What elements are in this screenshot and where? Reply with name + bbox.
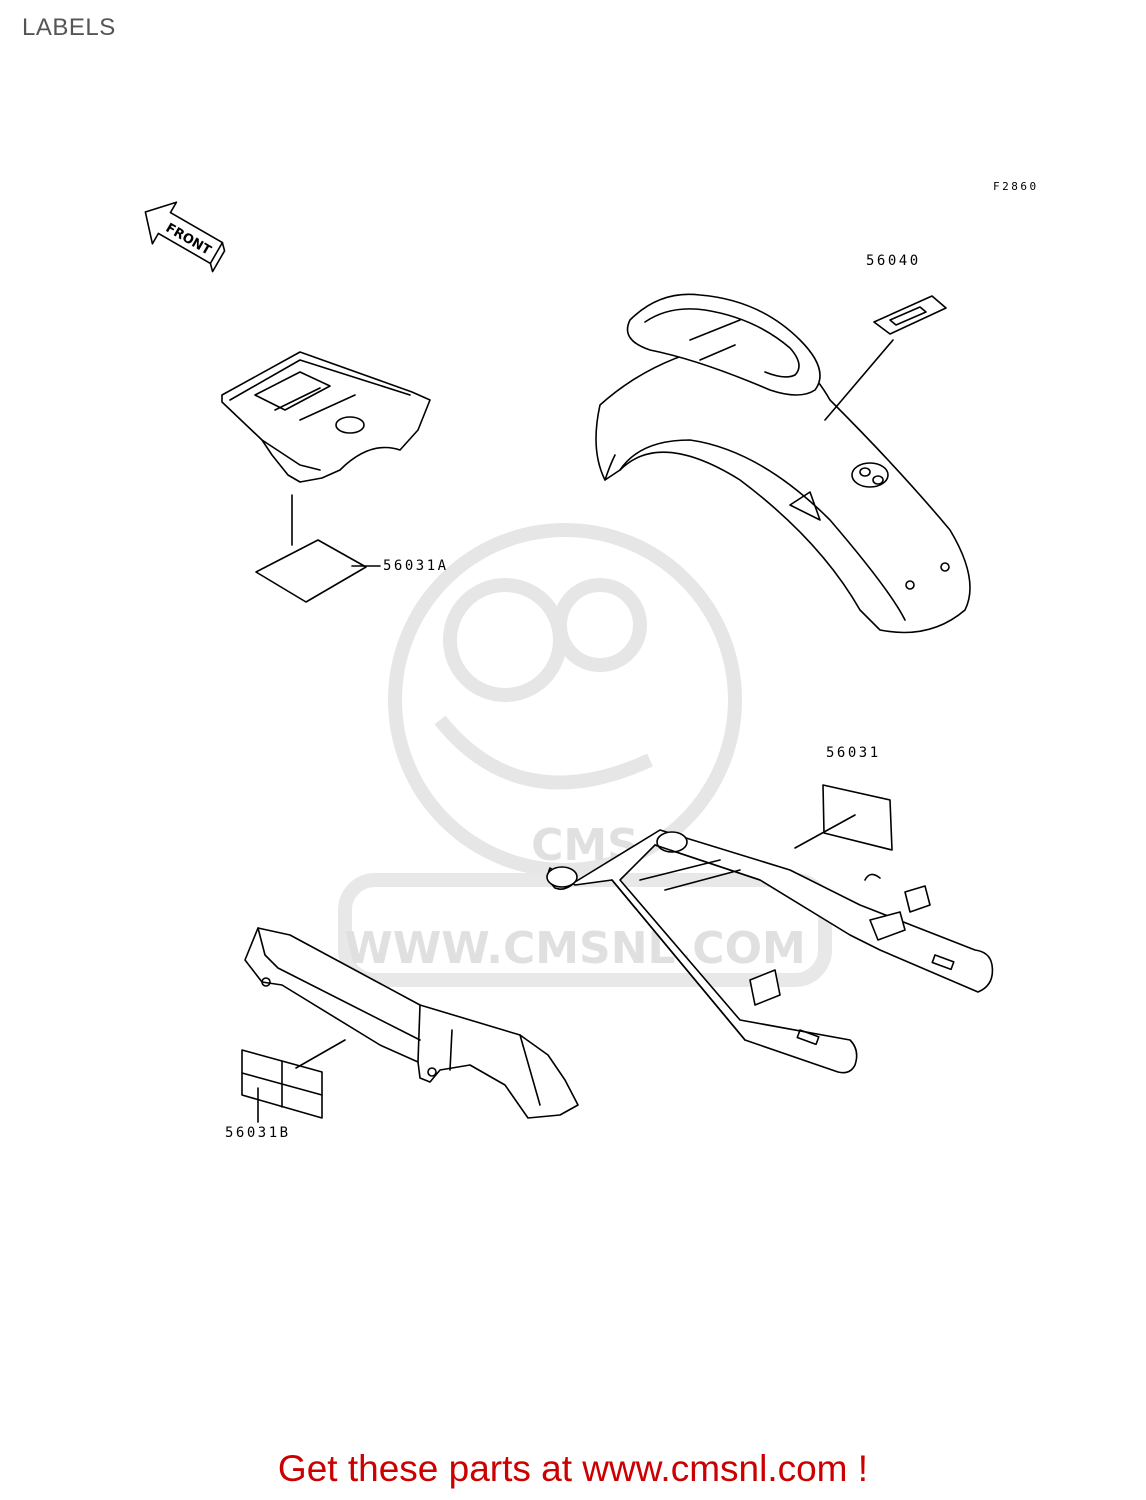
part-label-56031A: 56031A: [383, 558, 449, 574]
label-56040-shape: [873, 295, 947, 335]
front-arrow-icon: FRONT: [144, 201, 226, 273]
watermark-text: WWW.CMSNL.COM: [344, 923, 806, 974]
cmsnl-promo-link[interactable]: Get these parts at www.cmsnl.com !: [277, 1448, 869, 1489]
side-cover-part: [221, 351, 431, 483]
chain-guard-part: [244, 927, 579, 1119]
label-56031-shape: [822, 784, 893, 851]
part-label-56031: 56031: [826, 745, 881, 761]
page-title: LABELS: [22, 14, 116, 41]
part-label-56031B: 56031B: [225, 1125, 291, 1141]
cmsnl-watermark: CMS WWW.CMSNL.COM: [338, 523, 832, 987]
swing-arm-part: [546, 829, 994, 1074]
figure-code: F2860: [993, 180, 1039, 193]
part-label-56040: 56040: [866, 253, 921, 269]
label-56031A-shape: [255, 539, 367, 603]
rear-fender-part: [595, 293, 971, 634]
